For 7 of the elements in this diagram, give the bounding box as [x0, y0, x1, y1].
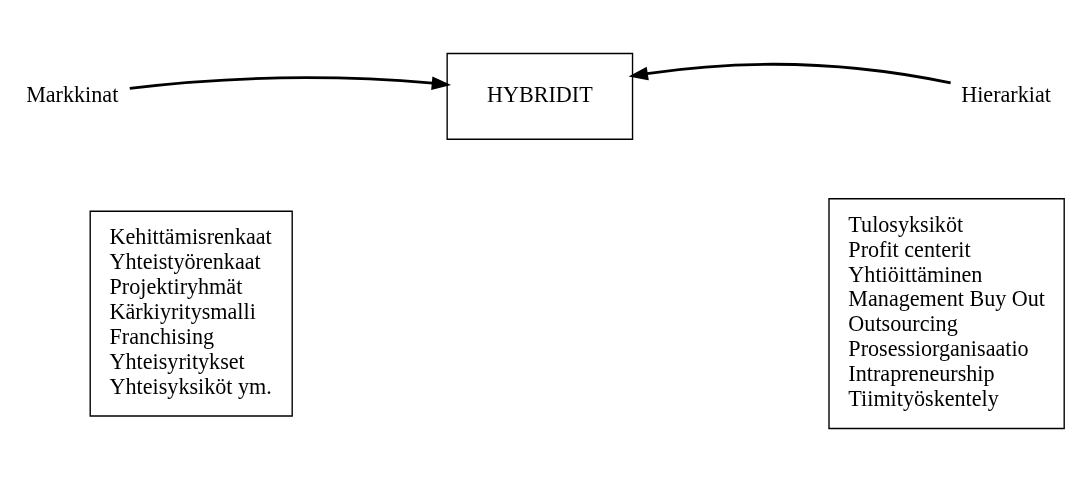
node-box: Kehittämisrenkaat Yhteistyörenkaat Projektiryhmät Kärkiyritysmalli Franchising Yhteisyritykset Yhteisyksiköt ym. [89, 210, 293, 417]
node-box: HYBRIDIT [446, 52, 634, 140]
arrow [129, 76, 452, 90]
node-text: Hierarkiat [961, 81, 1051, 107]
node-box: Tulosyksiköt Profit centerit Yhtiöittäminen Management Buy Out Outsourcing Prosessiorganisaatio Intrapreneurship Tiimityöskentely [828, 198, 1065, 430]
node-text: Markkinat [26, 81, 119, 107]
arrow [628, 62, 951, 85]
